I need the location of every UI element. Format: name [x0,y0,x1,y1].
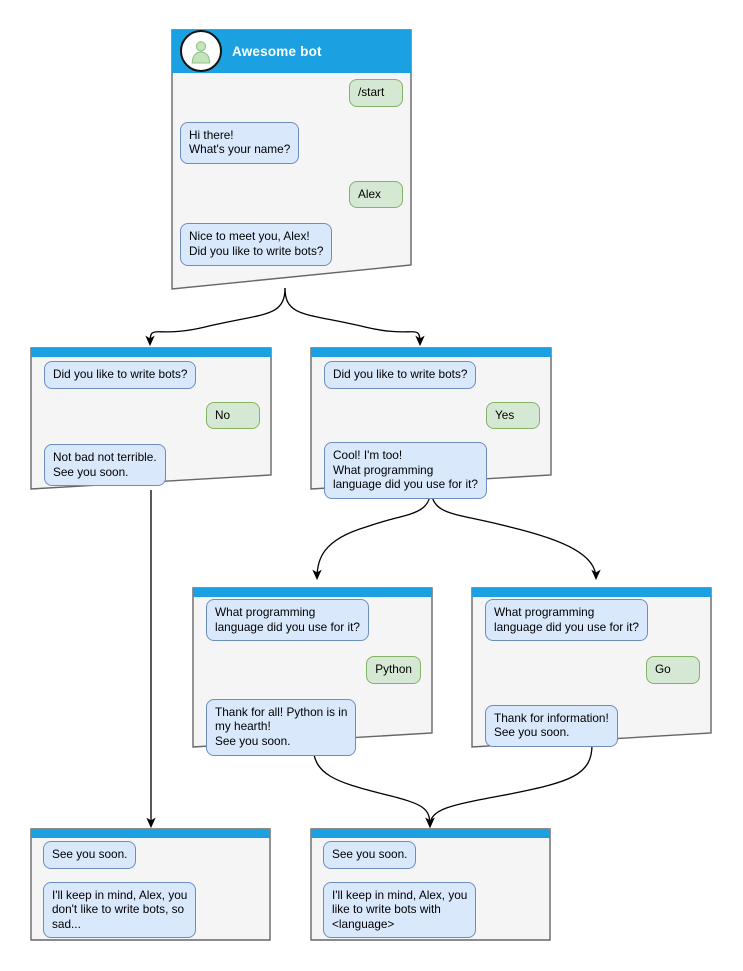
message-row: Go [485,656,700,684]
message-row: I'll keep in mind, Alex, you like to wri… [323,881,539,939]
message-row: See you soon. [323,841,539,869]
message-row: Cool! I'm too! What programming language… [324,442,540,499]
node-end-sad-messages: See you soon. I'll keep in mind, Alex, y… [43,841,259,939]
message-row: Did you like to write bots? [44,361,260,389]
message-row: See you soon. [43,841,259,869]
node-root-content: Awesome bot /start Hi there! What's your… [171,29,412,290]
user-message-bubble[interactable]: /start [349,79,403,107]
user-message-bubble[interactable]: No [206,401,260,430]
node-yes-branch-content: Did you like to write bots? Yes Cool! I'… [310,347,552,499]
message-row: Thank for information! See you soon. [485,704,700,747]
edge-go-to-end-happy [425,744,593,829]
message-row: Did you like to write bots? [324,361,540,389]
message-row: What programming language did you use fo… [485,599,700,642]
message-row: /start [180,79,403,107]
edge-root-to-no [145,287,286,347]
user-message-bubble[interactable]: Go [646,656,700,684]
bot-message-bubble[interactable]: I'll keep in mind, Alex, you don't like … [43,881,197,939]
node-end-happy-content: See you soon. I'll keep in mind, Alex, y… [310,828,551,941]
user-message-bubble[interactable]: Yes [486,401,540,430]
edge-yes-to-go [430,486,601,581]
node-no-branch-messages: Did you like to write bots? No Not bad n… [44,361,260,487]
node-yes-branch-messages: Did you like to write bots? Yes Cool! I'… [324,361,540,499]
node-root-messages: /start Hi there! What's your name? Alex … [180,79,403,266]
node-root-titlebar: Awesome bot [171,29,412,73]
node-go-branch-messages: What programming language did you use fo… [485,599,700,747]
edge-python-to-end-happy [312,744,435,829]
node-no-branch[interactable]: Did you like to write bots? No Not bad n… [30,347,272,490]
message-row: I'll keep in mind, Alex, you don't like … [43,881,259,939]
message-row: Yes [324,401,540,430]
message-row: Nice to meet you, Alex! Did you like to … [180,223,403,266]
bot-message-bubble[interactable]: Nice to meet you, Alex! Did you like to … [180,223,333,266]
bot-message-bubble[interactable]: Cool! I'm too! What programming language… [324,442,487,499]
node-go-branch[interactable]: What programming language did you use fo… [471,587,712,748]
message-row: Hi there! What's your name? [180,121,403,164]
edge-root-to-yes [284,287,425,347]
edge-yes-to-python [312,486,432,581]
bot-message-bubble[interactable]: Not bad not terrible. See you soon. [44,444,166,487]
bot-message-bubble[interactable]: See you soon. [323,841,417,869]
message-row: Alex [180,180,403,209]
node-root-title: Awesome bot [232,43,322,59]
bot-message-bubble[interactable]: See you soon. [43,841,137,869]
person-avatar-icon [180,30,222,72]
node-python-branch[interactable]: What programming language did you use fo… [192,587,433,756]
node-no-branch-content: Did you like to write bots? No Not bad n… [30,347,272,490]
node-end-happy[interactable]: See you soon. I'll keep in mind, Alex, y… [310,828,551,941]
user-message-bubble[interactable]: Python [366,656,421,684]
user-message-bubble[interactable]: Alex [349,180,403,209]
node-end-sad[interactable]: See you soon. I'll keep in mind, Alex, y… [30,828,271,941]
bot-message-bubble[interactable]: Hi there! What's your name? [180,121,300,164]
bot-message-bubble[interactable]: What programming language did you use fo… [485,599,648,642]
message-row: Not bad not terrible. See you soon. [44,444,260,487]
message-row: Python [206,656,421,684]
message-row: What programming language did you use fo… [206,599,421,642]
node-go-branch-content: What programming language did you use fo… [471,587,712,748]
bot-message-bubble[interactable]: Did you like to write bots? [44,361,197,389]
bot-message-bubble[interactable]: I'll keep in mind, Alex, you like to wri… [323,881,477,939]
bot-message-bubble[interactable]: Did you like to write bots? [324,361,477,389]
bot-message-bubble[interactable]: What programming language did you use fo… [206,599,369,642]
bot-message-bubble[interactable]: Thank for information! See you soon. [485,704,618,747]
message-row: Thank for all! Python is in my hearth! S… [206,698,421,756]
bot-message-bubble[interactable]: Thank for all! Python is in my hearth! S… [206,698,357,756]
node-yes-branch[interactable]: Did you like to write bots? Yes Cool! I'… [310,347,552,499]
node-python-branch-content: What programming language did you use fo… [192,587,433,756]
node-python-branch-messages: What programming language did you use fo… [206,599,421,756]
node-end-happy-messages: See you soon. I'll keep in mind, Alex, y… [323,841,539,939]
node-end-sad-content: See you soon. I'll keep in mind, Alex, y… [30,828,271,941]
node-root[interactable]: Awesome bot /start Hi there! What's your… [171,29,412,290]
message-row: No [44,401,260,430]
